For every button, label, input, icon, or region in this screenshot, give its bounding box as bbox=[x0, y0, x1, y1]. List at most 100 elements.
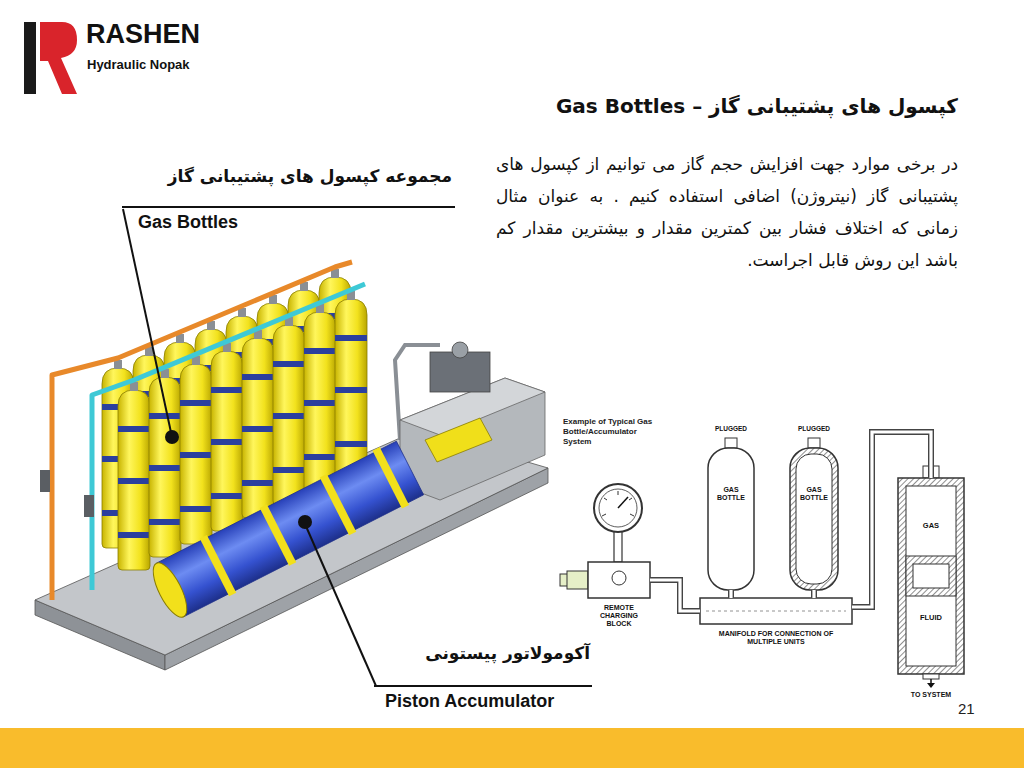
pressure-gauge bbox=[630, 514, 634, 516]
gas-bottle-rack bbox=[335, 291, 367, 479]
piston-accumulator-cylinder bbox=[203, 537, 232, 595]
callout-label: Gas Bottles bbox=[138, 212, 238, 233]
gas-bottle-body bbox=[808, 438, 820, 448]
gas-bottle-rack bbox=[118, 382, 150, 570]
accumulator-section bbox=[923, 674, 939, 679]
pipe-bore bbox=[729, 590, 732, 598]
pressure-gauge bbox=[618, 491, 619, 495]
accumulator-section bbox=[906, 486, 956, 666]
gas-bottle-rack bbox=[211, 343, 243, 531]
charging-block: REMOTE CHARGING BLOCK bbox=[588, 562, 650, 598]
pipe-outline bbox=[650, 580, 700, 611]
accumulator-section bbox=[898, 466, 964, 679]
charging-block-body bbox=[612, 571, 626, 585]
callout-leader bbox=[374, 685, 592, 687]
pressure-gauge bbox=[618, 497, 628, 508]
pipe-outline bbox=[811, 590, 817, 598]
gas-bottle-body bbox=[708, 438, 838, 590]
pressure-gauge bbox=[594, 484, 642, 562]
charging-block-body bbox=[588, 562, 650, 598]
company-logo bbox=[40, 22, 77, 94]
pipe-connector bbox=[852, 432, 931, 607]
accumulator-section bbox=[898, 478, 964, 674]
piston-accumulator: GAS FLUID bbox=[898, 478, 964, 674]
pressure-gauge bbox=[602, 514, 606, 516]
piston-accumulator-cylinder bbox=[376, 449, 405, 507]
callout-leader bbox=[122, 206, 455, 208]
pipe-connector bbox=[731, 590, 732, 598]
page-number: 21 bbox=[958, 700, 975, 717]
brand-tagline: Hydraulic Nopak bbox=[87, 57, 190, 72]
pressure-gauge bbox=[629, 498, 632, 500]
pipe-outline bbox=[852, 432, 931, 607]
node-text: FLUID bbox=[908, 614, 954, 623]
header-piping bbox=[84, 495, 94, 517]
manifold-body bbox=[700, 598, 852, 624]
company-logo bbox=[24, 22, 36, 94]
manifold-body bbox=[706, 611, 846, 612]
gas-bottle-rack bbox=[242, 330, 274, 518]
pipe-bore bbox=[812, 590, 815, 598]
pump-unit bbox=[400, 378, 545, 500]
node-heading: PLUGGED bbox=[701, 425, 761, 432]
callout-label: Piston Accumulator bbox=[385, 691, 554, 712]
manifold-block: MANIFOLD FOR CONNECTION OF MULTIPLE UNIT… bbox=[700, 598, 852, 624]
pipe-connector bbox=[650, 580, 700, 611]
pressure-gauge bbox=[614, 530, 622, 562]
pressure-gauge bbox=[599, 489, 637, 527]
schematic-title: Example of Typical Gas Bottle/Accumulato… bbox=[563, 417, 655, 447]
pipe-connector bbox=[814, 590, 815, 598]
node-heading: MANIFOLD FOR CONNECTION OF MULTIPLE UNIT… bbox=[713, 630, 839, 646]
node-heading: REMOTE CHARGING BLOCK bbox=[593, 604, 645, 628]
manifold-body bbox=[700, 598, 852, 624]
gas-bottle-body bbox=[790, 448, 838, 590]
node-text: GAS BOTTLE bbox=[713, 486, 749, 502]
callout-leader bbox=[122, 207, 592, 686]
pipe-outline bbox=[728, 590, 734, 598]
gas-bottle-rack bbox=[273, 317, 305, 505]
pressure-gauge bbox=[594, 484, 642, 532]
piston-accumulator-cylinder bbox=[147, 558, 194, 621]
callout-dot bbox=[298, 515, 312, 529]
piston-accumulator-cylinder bbox=[147, 441, 424, 622]
piston-accumulator-cylinder bbox=[156, 441, 423, 617]
system-arrow bbox=[927, 683, 935, 688]
node-text: GAS bbox=[908, 522, 954, 531]
company-logo bbox=[24, 22, 77, 94]
node-text: GAS BOTTLE bbox=[796, 486, 832, 502]
gas-bottle: PLUGGEDGAS BOTTLE bbox=[708, 448, 754, 590]
pipe-bore bbox=[650, 580, 700, 611]
charging-block-body bbox=[588, 562, 650, 598]
gas-bottle-body bbox=[796, 454, 832, 584]
gas-bottle: PLUGGEDGAS BOTTLE bbox=[790, 448, 838, 590]
callout-dot bbox=[165, 430, 179, 444]
charging-fitting bbox=[567, 571, 588, 589]
piston-accumulator-cylinder bbox=[263, 506, 292, 564]
node-heading: PLUGGED bbox=[784, 425, 844, 432]
pump-unit bbox=[425, 418, 492, 462]
gas-bottle-body bbox=[725, 438, 737, 448]
accumulator-section bbox=[913, 564, 949, 588]
slide-title: کپسول های پشتیبانی گاز – Gas Bottles bbox=[556, 94, 958, 118]
gas-bottle-rack bbox=[149, 369, 181, 557]
header-piping bbox=[40, 470, 50, 492]
pump-unit bbox=[452, 342, 468, 358]
pressure-gauge bbox=[604, 498, 607, 500]
pump-unit bbox=[395, 342, 545, 500]
gas-bottle-body bbox=[708, 448, 754, 590]
accumulator-section bbox=[906, 556, 956, 596]
callout-dot bbox=[165, 430, 312, 529]
brand-name: RASHEN bbox=[86, 19, 200, 50]
body-text: در برخی موارد جهت افزایش حجم گاز می توان… bbox=[496, 148, 958, 276]
gas-bottle-rack bbox=[304, 304, 336, 492]
gas-bottle-rack bbox=[180, 356, 212, 544]
callout-label: مجموعه کپسول های پشتیبانی گاز bbox=[168, 166, 452, 186]
pipe-bore bbox=[852, 432, 931, 607]
charging-fitting bbox=[560, 571, 588, 589]
piston-accumulator-cylinder bbox=[323, 476, 352, 534]
callout-leader bbox=[305, 524, 376, 686]
